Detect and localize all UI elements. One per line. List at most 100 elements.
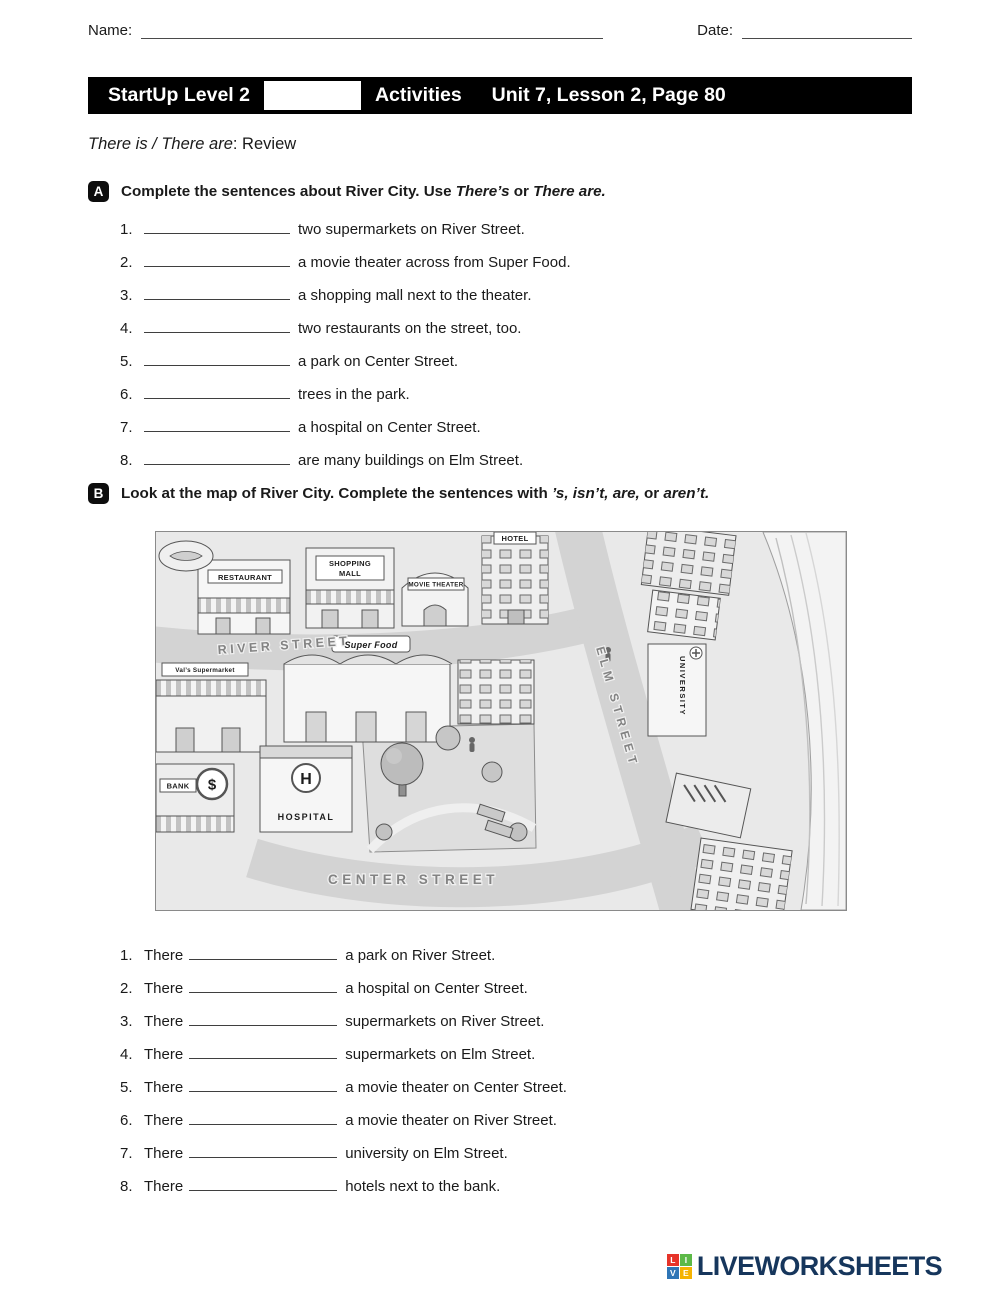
name-input-line[interactable] [141,24,604,39]
answer-blank-b-8[interactable] [189,1177,338,1191]
header-course-title: StartUp Level 2 [108,84,250,106]
item-number: 7. [120,1145,133,1162]
sentence-text: a park on River Street. [345,947,496,964]
item-number: 3. [120,1013,133,1030]
header-lesson-title: Unit 7, Lesson 2, Page 80 [491,84,726,106]
section-a-header: A Complete the sentences about River Cit… [88,181,912,202]
answer-blank-a-6[interactable] [144,385,290,399]
answer-blank-b-7[interactable] [189,1144,338,1158]
sentence-a-5: 5. a park on Center Street. [120,351,912,373]
sentence-a-1: 1. two supermarkets on River Street. [120,219,912,241]
sentence-prefix: There [144,1178,184,1195]
item-number: 8. [120,452,133,469]
item-number: 5. [120,353,133,370]
date-input-line[interactable] [742,24,912,39]
svg-text:MOVIE THEATER: MOVIE THEATER [408,582,463,589]
sentence-text: two supermarkets on River Street. [298,221,525,238]
map-building-hospital: H HOSPITAL [259,745,353,833]
item-number: 1. [120,221,133,238]
subtitle-plain: : Review [232,135,297,153]
item-number: 6. [120,1112,133,1129]
sentence-text: supermarkets on Elm Street. [345,1046,536,1063]
answer-blank-b-4[interactable] [189,1045,338,1059]
sentence-text: a shopping mall next to the theater. [298,287,532,304]
svg-text:H: H [300,771,312,788]
map-building-restaurant: RESTAURANT [158,540,291,635]
liveworksheets-logo-icon: L I V E [666,1254,692,1279]
answer-blank-a-4[interactable] [144,319,290,333]
map-building-movie-theater: MOVIE THEATER [401,572,469,627]
item-number: 2. [120,980,133,997]
map-people [469,647,611,752]
sentence-b-8: 8. There hotels next to the bank. [120,1176,912,1198]
map-building-bottom-right [690,837,793,910]
sentence-a-3: 3. a shopping mall next to the theater. [120,285,912,307]
svg-text:UNIVERSITY: UNIVERSITY [678,656,687,716]
map-building-mid-right [665,772,752,839]
item-number: 3. [120,287,133,304]
svg-text:HOTEL: HOTEL [502,534,529,543]
item-number: 6. [120,386,133,403]
section-a-instructions: Complete the sentences about River City.… [121,183,606,200]
svg-text:Val’s Supermarket: Val’s Supermarket [175,667,235,674]
answer-blank-a-3[interactable] [144,286,290,300]
sentence-text: a park on Center Street. [298,353,459,370]
sentence-text: two restaurants on the street, too. [298,320,522,337]
sentence-prefix: There [144,1145,184,1162]
answer-blank-a-7[interactable] [144,418,290,432]
answer-blank-a-5[interactable] [144,352,290,366]
sentence-a-8: 8.are many buildings on Elm Street. [120,450,912,472]
sentence-b-3: 3. There supermarkets on River Street. [120,1011,912,1033]
map-building-hotel: HOTEL [481,532,549,625]
answer-blank-b-5[interactable] [189,1078,338,1092]
sentence-prefix: There [144,947,184,964]
header-section-title: Activities [374,84,462,106]
sentence-a-2: 2. a movie theater across from Super Food… [120,252,912,274]
svg-text:RESTAURANT: RESTAURANT [218,573,272,582]
map-building-offices [457,659,535,725]
sentence-text: supermarkets on River Street. [345,1013,545,1030]
sentence-text: a hospital on Center Street. [298,419,481,436]
sentence-text: trees in the park. [298,386,410,403]
item-number: 7. [120,419,133,436]
logo-tile-l: L [666,1254,679,1266]
subtitle-italic: There is / There are [88,135,233,153]
section-b-instructions: Look at the map of River City. Complete … [121,485,710,502]
map-building-shopping-mall: SHOPPING MALL [305,547,395,629]
answer-blank-a-8[interactable] [144,451,290,465]
sentence-text: a movie theater on Center Street. [345,1079,567,1096]
map-building-super-food: Super Food [283,635,453,743]
logo-tile-i: I [679,1254,692,1266]
sentence-a-4: 4.two restaurants on the street, too. [120,318,912,340]
sentence-text: a movie theater across from Super Food. [298,254,571,271]
liveworksheets-footer: L I V E LIVEWORKSHEETS [666,1251,943,1282]
logo-tile-v: V [666,1267,679,1279]
name-label: Name: [88,22,133,39]
answer-blank-b-6[interactable] [189,1111,338,1125]
section-b-header: B Look at the map of River City. Complet… [88,483,912,504]
answer-blank-b-2[interactable] [189,979,338,993]
header-bar: StartUp Level 2 Activities Unit 7, Lesso… [88,77,912,114]
answer-blank-b-1[interactable] [189,946,338,960]
answer-blank-a-1[interactable] [144,220,290,234]
item-number: 2. [120,254,133,271]
answer-blank-b-3[interactable] [189,1012,338,1026]
river-city-map-illustration: RESTAURANT SHOPPING MALL MOVIE THEATER [156,532,846,910]
sentence-text: hotels next to the bank. [345,1178,501,1195]
map-street-label-center: CENTER STREET [328,872,499,887]
liveworksheets-wordmark: LIVEWORKSHEETS [696,1251,943,1281]
item-number: 8. [120,1178,133,1195]
map-building-vals-supermarket: Val’s Supermarket [156,662,267,753]
sentence-prefix: There [144,1046,184,1063]
sentence-prefix: There [144,1013,184,1030]
map-building-university: UNIVERSITY [647,643,707,737]
answer-blank-a-2[interactable] [144,253,290,267]
page-subtitle: There is / There are: Review [88,135,912,154]
item-number: 5. [120,1079,133,1096]
